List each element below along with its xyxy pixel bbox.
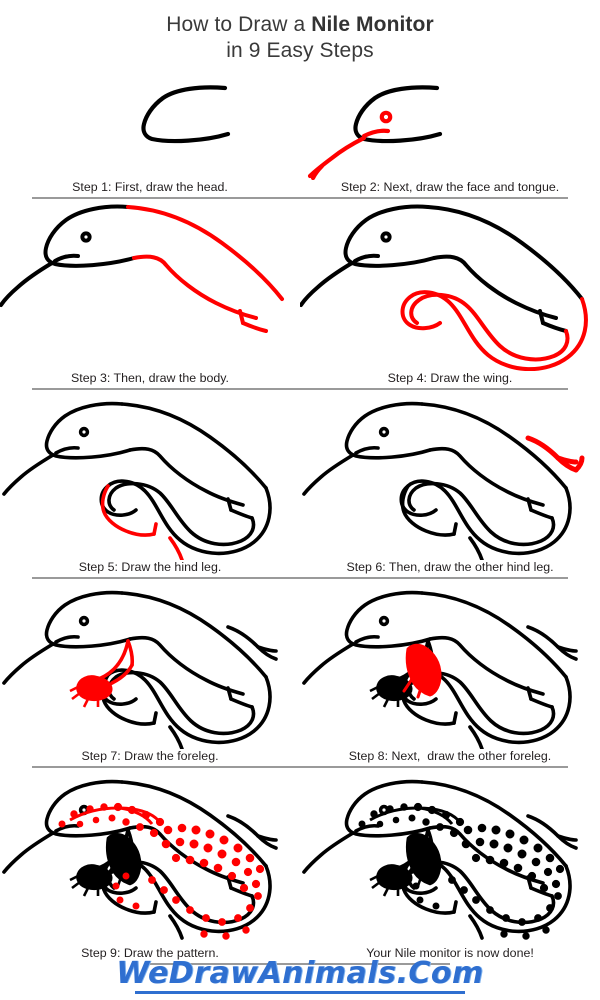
final-pattern: [358, 802, 565, 940]
step-1-caption: Step 1: First, draw the head.: [72, 180, 228, 194]
step-3-new-strokes: [126, 205, 284, 333]
step-9-feet: [69, 832, 142, 897]
step-cell-final: Your Nile monitor is now done!: [300, 768, 600, 962]
step-5-new-strokes: [100, 484, 184, 560]
step-8-drawing: [302, 590, 578, 749]
step-4-caption: Step 4: Draw the wing.: [387, 371, 513, 385]
step-8-caption: Step 8: Next, draw the other foreleg.: [348, 749, 552, 763]
final-feet: [369, 832, 442, 897]
page-title: How to Draw a Nile Monitor in 9 Easy Ste…: [0, 0, 600, 64]
step-9-caption: Step 9: Draw the pattern.: [81, 946, 219, 960]
step-cell-9: Step 9: Draw the pattern.: [0, 768, 300, 962]
title-line-1: How to Draw a Nile Monitor: [0, 12, 600, 38]
final-caption: Your Nile monitor is now done!: [366, 946, 534, 960]
steps-grid: Step 1: First, draw the head. Step 2: Ne…: [0, 70, 600, 965]
step-cell-1: Step 1: First, draw the head.: [0, 70, 300, 196]
site-watermark[interactable]: WeDrawAnimals.Com: [0, 957, 600, 994]
step-7-caption: Step 7: Draw the foreleg.: [81, 749, 219, 763]
step-6-drawing: [302, 401, 585, 560]
step-9-drawing: [2, 779, 278, 940]
step-8-new-strokes: [402, 643, 442, 699]
title-subject: Nile Monitor: [311, 13, 434, 36]
watermark-rule: [135, 991, 465, 994]
divider-row-2: [0, 387, 600, 390]
step-cell-6: Step 6: Then, draw the other hind leg.: [300, 390, 600, 576]
divider-row-3: [0, 576, 600, 579]
step-4-new-strokes: [400, 290, 588, 371]
steps-row-1: Step 1: First, draw the head. Step 2: Ne…: [0, 70, 600, 196]
step-6-caption: Step 6: Then, draw the other hind leg.: [346, 560, 554, 574]
step-cell-7: Step 7: Draw the foreleg.: [0, 579, 300, 765]
step-cell-8: Step 8: Next, draw the other foreleg.: [300, 579, 600, 765]
step-2-new-strokes: [307, 110, 393, 180]
step-3-drawing: [0, 204, 284, 333]
step-5-caption: Step 5: Draw the hind leg.: [78, 560, 222, 574]
step-4-drawing: [300, 204, 588, 371]
step-cell-2: Step 2: Next, draw the face and tongue.: [300, 70, 600, 196]
step-9-new-strokes: [58, 802, 265, 940]
step-7-foot: [69, 675, 113, 708]
step-7-drawing: [2, 590, 278, 749]
title-line-2: in 9 Easy Steps: [226, 39, 374, 62]
step-cell-3: Step 3: Then, draw the body.: [0, 199, 300, 387]
step-2-caption: Step 2: Next, draw the face and tongue.: [340, 180, 560, 194]
divider-row-5: [0, 962, 600, 965]
final-drawing: [302, 779, 578, 940]
watermark-text[interactable]: WeDrawAnimals.Com: [116, 956, 484, 991]
step-6-new-strokes: [525, 435, 585, 473]
step-1-drawing: [141, 85, 231, 144]
steps-row-3: Step 5: Draw the hind leg.: [0, 390, 600, 576]
step-2-drawing: [307, 85, 443, 180]
step-5-drawing: [2, 401, 272, 560]
step-3-caption: Step 3: Then, draw the body.: [71, 371, 229, 385]
steps-row-5: Step 9: Draw the pattern.: [0, 768, 600, 962]
steps-row-2: Step 3: Then, draw the body.: [0, 199, 600, 387]
steps-row-4: Step 7: Draw the foreleg.: [0, 579, 600, 765]
divider-row-1: [0, 196, 600, 199]
step-cell-5: Step 5: Draw the hind leg.: [0, 390, 300, 576]
step-cell-4: Step 4: Draw the wing.: [300, 199, 600, 387]
title-prefix: How to Draw a: [166, 13, 312, 36]
divider-row-4: [0, 765, 600, 768]
step-8-existing-foot: [369, 675, 413, 708]
